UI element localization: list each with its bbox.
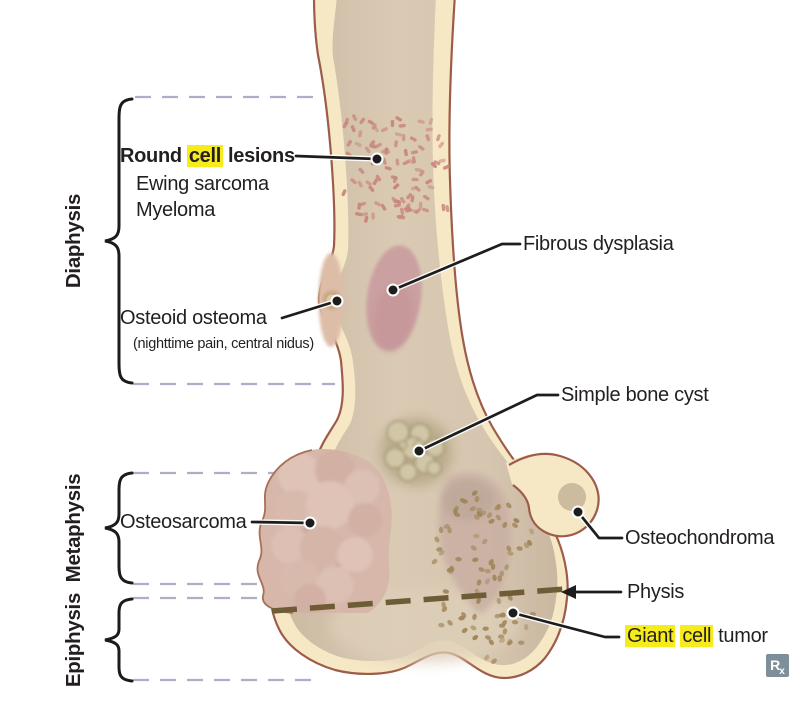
giant-cell-tumor-lesion [431,472,537,664]
label-word: tumor [718,625,768,647]
osteosarcoma-lesion [256,449,392,614]
simple-bone-cyst-lesion [380,418,452,486]
leader-lines [249,152,625,640]
label-myeloma: Myeloma [136,199,216,221]
brace-diaphysis [104,97,134,385]
leader-osteoid-osteoma [280,299,339,320]
leader-giant-cell [511,611,621,639]
label-word: Round [120,145,182,167]
anchor-dot-round-cell [370,152,384,166]
label-osteosarcoma: Osteosarcoma [120,511,247,533]
physis-arrowhead [561,585,576,599]
rx-logo: Rx [766,654,789,677]
label-simple-bone-cyst: Simple bone cyst [561,384,709,406]
label-osteoid-osteoma: Osteoid osteoma [120,307,267,329]
label-osteoid-note: (nighttime pain, central nidus) [133,336,314,352]
physis-line [271,586,567,614]
anchor-dot-osteoid [330,294,344,308]
round-cell-lesion-stipple [341,114,450,223]
highlight-giant: Giant [625,625,676,647]
leader-osteochondroma [576,510,624,540]
region-boundary-lines [133,95,335,682]
anchor-dot-cyst [412,444,426,458]
region-label-diaphysis: Diaphysis [62,193,85,289]
anchor-dot-giant-cell [506,606,520,620]
rx-logo-r: R [770,657,781,673]
rx-logo-x: x [779,666,785,677]
brace-metaphysis [104,471,134,585]
label-word: lesions [227,145,295,167]
leader-osteosarcoma [250,520,312,525]
anchor-dot-osteochondroma [571,505,585,519]
label-physis: Physis [627,581,685,603]
highlight-cell: cell [186,145,223,167]
highlight-cell: cell [680,625,714,647]
brace-epiphysis [104,597,134,683]
leader-simple-bone-cyst [417,393,560,453]
anchor-dot-osteosarcoma [303,516,317,530]
fibrous-dysplasia-lesion [366,245,422,352]
leader-fibrous-dysplasia [391,242,522,292]
leader-round-cell [294,154,379,161]
label-fibrous-dysplasia: Fibrous dysplasia [523,233,674,255]
label-osteochondroma: Osteochondroma [625,527,775,549]
label-ewing-sarcoma: Ewing sarcoma [136,173,269,195]
anchor-dot-fibrous [386,283,400,297]
region-label-metaphysis: Metaphysis [62,473,85,583]
region-label-epiphysis: Epiphysis [62,592,85,688]
